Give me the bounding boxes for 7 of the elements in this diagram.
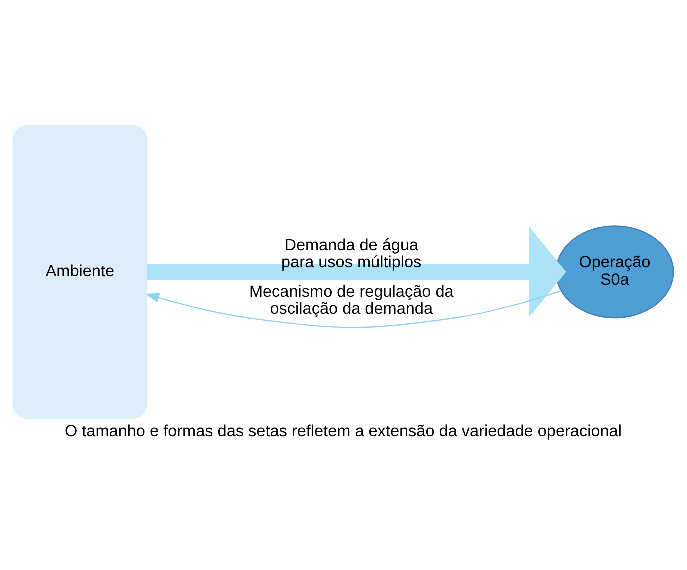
node-ellipse: Operação S0a — [556, 225, 674, 318]
edge-label: Demanda de água para usos múltiplos — [282, 236, 422, 272]
edge-label: Mecanismo de regulação da oscilação da demanda — [249, 282, 454, 318]
node-box: Ambiente — [12, 124, 148, 419]
arrow — [146, 290, 562, 328]
arrow — [147, 226, 566, 318]
caption: O tamanho e formas das setas refletem a extensão da variedade operacional — [65, 422, 622, 440]
